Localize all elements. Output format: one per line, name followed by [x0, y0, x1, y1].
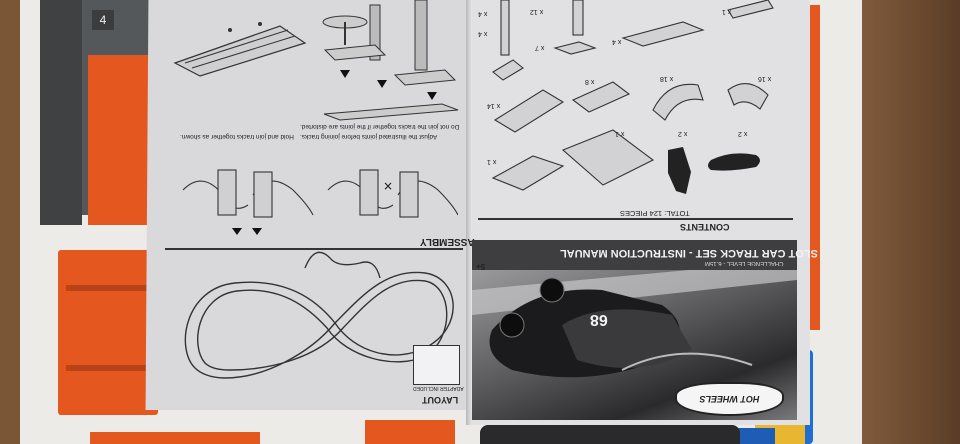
adapter-label: ADAPTER INCLUDED	[413, 385, 464, 391]
hot-wheels-logo: HOT WHEELS	[675, 382, 784, 416]
flat-track-illustration	[322, 100, 462, 122]
car-number: 68	[590, 311, 608, 328]
box-number-label: 4	[92, 10, 114, 30]
qty-label: x 14	[487, 102, 501, 109]
pin-illustration	[315, 0, 465, 100]
orange-track-straight	[58, 250, 158, 415]
adapter-box	[413, 345, 460, 385]
track-pieces-illustration	[170, 18, 310, 78]
instruction-text-2: Do not join the tracks together if the j…	[300, 123, 460, 130]
qty-label: x 12	[530, 8, 544, 15]
contents-parts-illustration	[483, 0, 783, 215]
blue-controller	[730, 428, 775, 444]
arrow-icon	[230, 228, 270, 236]
manual-title: SLOT CAR TRACK SET - INSTRUCTION MANUAL	[560, 247, 818, 259]
qty-label: x 16	[758, 75, 772, 82]
qty-label: x 8	[585, 78, 595, 85]
hands-joining-illustration: ×	[178, 160, 458, 230]
contents-rule	[478, 218, 793, 220]
qty-label: x 7	[535, 44, 545, 51]
challenge-level: CHALLENGE LEVEL - 6.15M	[705, 260, 784, 266]
qty-label: x 4	[612, 38, 622, 45]
instruction-text-3: Hold and join tracks together as shown.	[180, 133, 294, 140]
orange-track-bottom	[365, 420, 455, 444]
qty-label: x 4	[478, 10, 488, 17]
contents-total: TOTAL: 124 PIECES	[620, 209, 690, 218]
contents-heading: CONTENTS	[680, 222, 730, 232]
brand-text: HOT WHEELS	[699, 394, 760, 404]
qty-label: x 1	[487, 158, 497, 165]
orange-track-piece	[88, 55, 148, 225]
cover-car-photo	[472, 270, 797, 420]
instruction-text-1: Adjust the illustrated joints before joi…	[300, 133, 438, 140]
track-groove	[66, 285, 152, 291]
qty-label: x 4	[478, 30, 488, 37]
qty-label: x 1	[615, 130, 625, 137]
heading-rule	[165, 248, 463, 250]
qty-label: x 2	[738, 130, 748, 137]
orange-track-bottom	[90, 432, 260, 444]
qty-label: x 2	[678, 130, 688, 137]
layout-heading: LAYOUT	[422, 395, 459, 405]
svg-text:×: ×	[383, 179, 393, 193]
title-banner	[472, 240, 797, 270]
track-groove	[66, 365, 152, 371]
black-cable	[480, 425, 740, 444]
track-layout-diagram	[175, 228, 465, 398]
page-fold	[466, 0, 472, 425]
qty-label: x 18	[660, 75, 674, 82]
grey-track-piece	[40, 0, 82, 225]
qty-label: x 1	[722, 8, 732, 15]
